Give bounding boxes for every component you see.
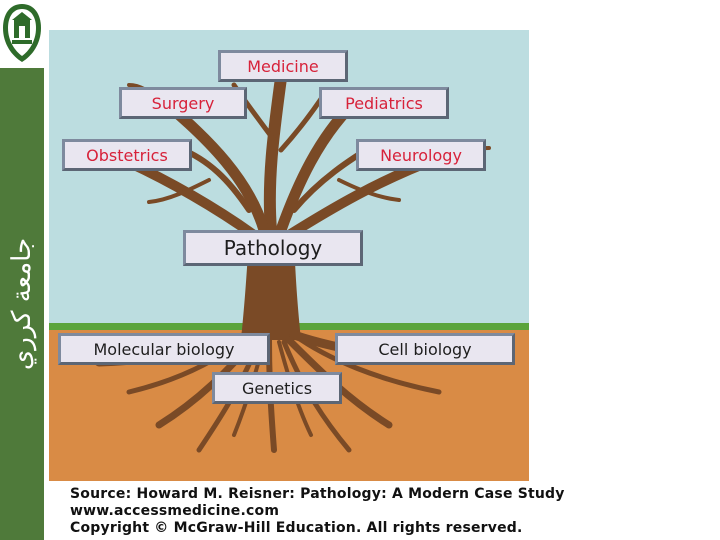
root-label-molecular-biology: Molecular biology: [58, 333, 270, 365]
branch-label-pediatrics: Pediatrics: [319, 87, 449, 119]
figure-caption: Source: Howard M. Reisner: Pathology: A …: [70, 486, 710, 537]
branch-label-neurology: Neurology: [356, 139, 486, 171]
university-emblem-icon: [0, 0, 44, 68]
branch-label-obstetrics: Obstetrics: [62, 139, 192, 171]
pathology-tree-figure: Medicine Surgery Pediatrics Obstetrics N…: [49, 30, 529, 481]
branch-label-surgery: Surgery: [119, 87, 247, 119]
side-banner: جامعة كرري: [0, 68, 44, 540]
university-logo: [0, 0, 44, 68]
caption-website: www.accessmedicine.com: [70, 503, 280, 519]
university-name: جامعة كرري: [7, 237, 37, 371]
caption-copyright: Copyright © McGraw-Hill Education. All r…: [70, 520, 523, 536]
root-label-cell-biology: Cell biology: [335, 333, 515, 365]
branch-label-medicine: Medicine: [218, 50, 348, 82]
caption-source: Source: Howard M. Reisner: Pathology: A …: [70, 486, 565, 502]
trunk-label-pathology: Pathology: [183, 230, 363, 266]
root-label-genetics: Genetics: [212, 372, 342, 404]
